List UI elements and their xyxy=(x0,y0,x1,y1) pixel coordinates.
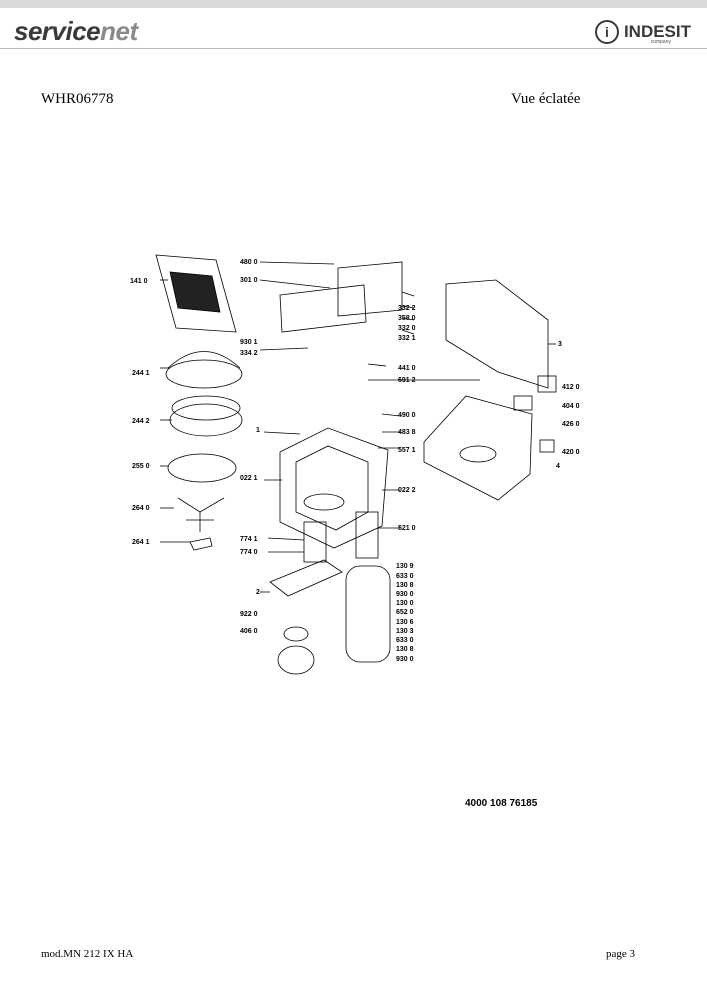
header-bar xyxy=(0,0,707,8)
label-141-0: 141 0 xyxy=(130,278,148,285)
label-930-0-a: 930 0 xyxy=(396,591,414,598)
label-022-1: 022 1 xyxy=(240,475,258,482)
label-022-2: 022 2 xyxy=(398,487,416,494)
motor-part xyxy=(283,626,309,642)
label-406-0: 406 0 xyxy=(240,628,258,635)
label-130-8-b: 130 8 xyxy=(396,646,414,653)
footer-model: mod.MN 212 IX HA xyxy=(41,948,134,960)
label-332-1: 332 1 xyxy=(398,335,416,342)
oven-cavity xyxy=(279,427,389,549)
label-130-8-a: 130 8 xyxy=(396,582,414,589)
indesit-wordmark: INDESIT xyxy=(623,22,691,41)
roller-support xyxy=(177,497,225,532)
label-774-1: 774 1 xyxy=(240,536,258,543)
servicenet-logo: servicenet xyxy=(14,16,138,47)
label-922-0: 922 0 xyxy=(240,611,258,618)
control-panel xyxy=(337,261,403,317)
label-255-0: 255 0 xyxy=(132,463,150,470)
label-130-6: 130 6 xyxy=(396,619,414,626)
label-930-0-b: 930 0 xyxy=(396,656,414,663)
bottom-plate xyxy=(269,559,343,597)
label-130-3: 130 3 xyxy=(396,628,414,635)
label-521-0: 521 0 xyxy=(398,525,416,532)
label-633-0-b: 633 0 xyxy=(396,637,414,644)
model-code: WHR06778 xyxy=(41,91,114,107)
label-412-0: 412 0 xyxy=(562,384,580,391)
coupler xyxy=(189,537,213,551)
label-930-1: 930 1 xyxy=(240,339,258,346)
label-264-1: 264 1 xyxy=(132,539,150,546)
pcb-part xyxy=(355,511,379,559)
label-4: 4 xyxy=(556,463,560,470)
fan-motor xyxy=(539,439,555,453)
label-332-2: 332 2 xyxy=(398,305,416,312)
label-332-0: 332 0 xyxy=(398,325,416,332)
label-691-2: 691 2 xyxy=(398,377,416,384)
label-244-1: 244 1 xyxy=(132,370,150,377)
footer-page: page 3 xyxy=(606,948,636,960)
transformer xyxy=(513,395,533,411)
indesit-logo: i INDESIT xyxy=(594,20,691,44)
label-3: 3 xyxy=(558,341,562,348)
ring-part xyxy=(277,645,315,675)
indesit-mark-icon: i xyxy=(594,20,619,44)
shield-plate xyxy=(303,521,327,563)
label-130-0: 130 0 xyxy=(396,600,414,607)
magnetron xyxy=(537,375,557,393)
label-301-0: 301 0 xyxy=(240,277,258,284)
label-130-9: 130 9 xyxy=(396,563,414,570)
label-426-0: 426 0 xyxy=(562,421,580,428)
label-633-0-a: 633 0 xyxy=(396,573,414,580)
door-panel xyxy=(155,254,237,333)
label-652-0: 652 0 xyxy=(396,609,414,616)
cover-part xyxy=(165,359,243,389)
exploded-view-diagram: 480 0 301 0 141 0 332 2 358 0 332 0 332 … xyxy=(130,254,580,675)
label-244-2: 244 2 xyxy=(132,418,150,425)
label-358-0: 358 0 xyxy=(398,315,416,322)
label-2: 2 xyxy=(256,589,260,596)
label-1: 1 xyxy=(256,427,260,434)
label-557-1: 557 1 xyxy=(398,447,416,454)
label-334-2: 334 2 xyxy=(240,350,258,357)
label-490-0: 490 0 xyxy=(398,412,416,419)
base-plate xyxy=(423,395,533,501)
label-483-8: 483 8 xyxy=(398,429,416,436)
logo-net: net xyxy=(100,16,138,46)
label-774-0: 774 0 xyxy=(240,549,258,556)
logo-service: service xyxy=(14,16,101,46)
label-404-0: 404 0 xyxy=(562,403,580,410)
outer-casing xyxy=(445,279,549,389)
label-441-0: 441 0 xyxy=(398,365,416,372)
part-code: 4000 108 76185 xyxy=(465,798,538,809)
switch-group xyxy=(345,565,391,663)
indesit-sub: company xyxy=(650,39,671,45)
header-divider xyxy=(0,48,707,49)
view-title: Vue éclatée xyxy=(511,91,581,107)
label-480-0: 480 0 xyxy=(240,259,258,266)
label-420-0: 420 0 xyxy=(562,449,580,456)
glass-plate xyxy=(167,453,237,483)
label-264-0: 264 0 xyxy=(132,505,150,512)
